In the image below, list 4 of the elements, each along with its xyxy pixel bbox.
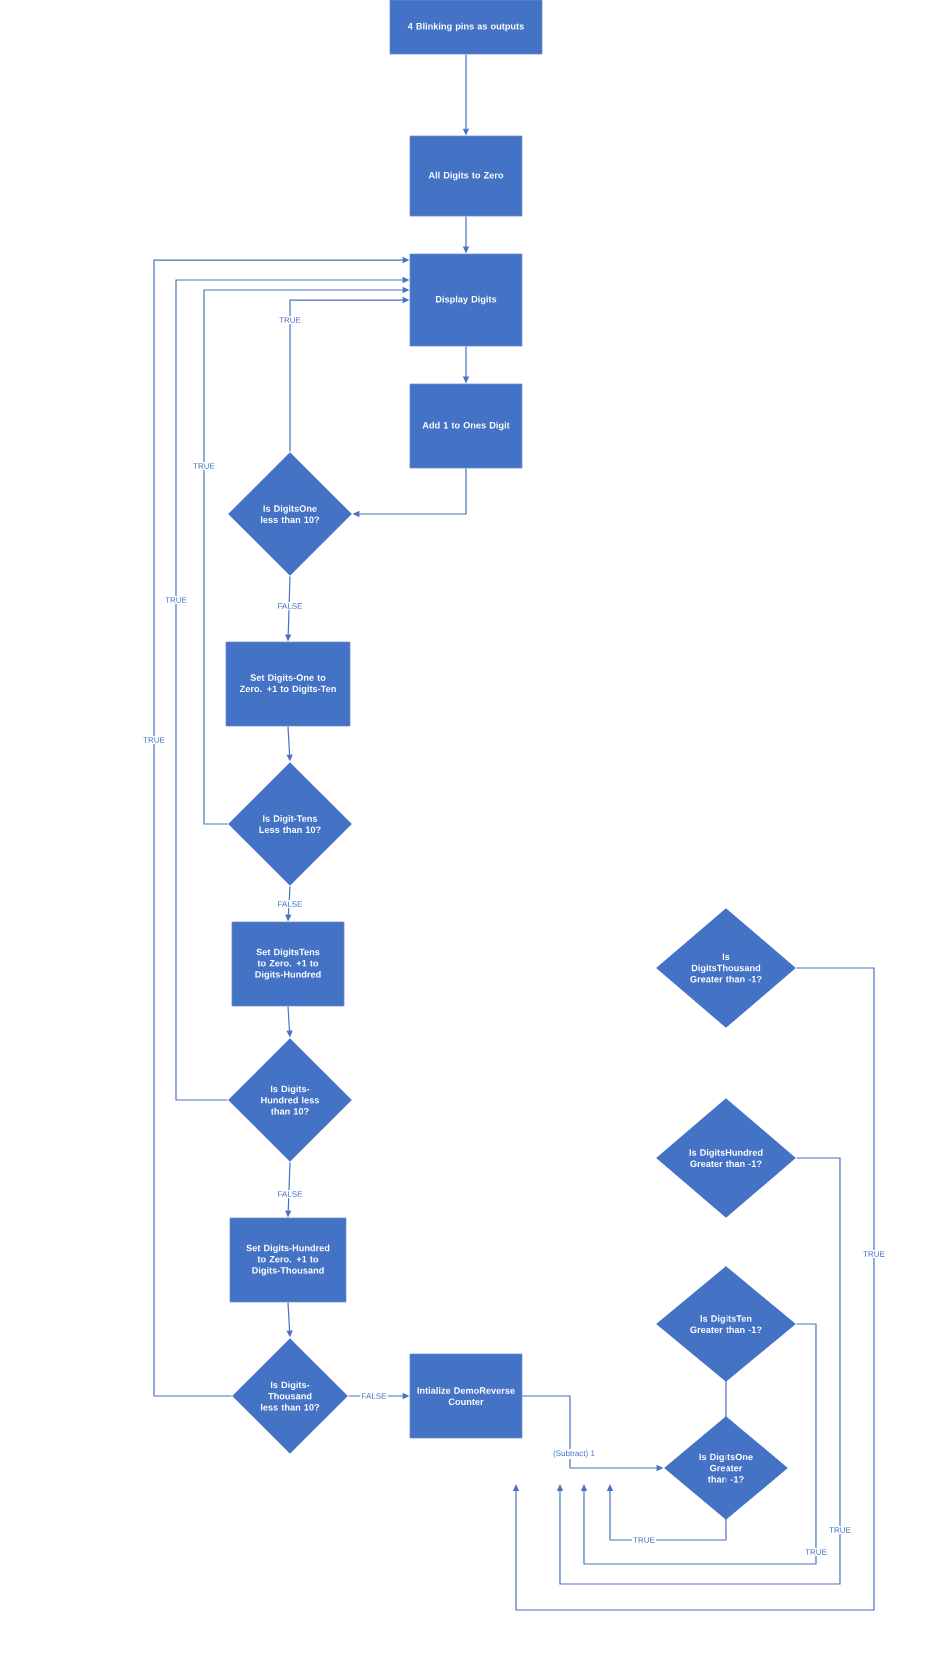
- arrow: [556, 1157, 841, 1585]
- arrow: [512, 967, 875, 1611]
- arrow: [606, 1484, 727, 1541]
- arrow: [580, 1323, 817, 1565]
